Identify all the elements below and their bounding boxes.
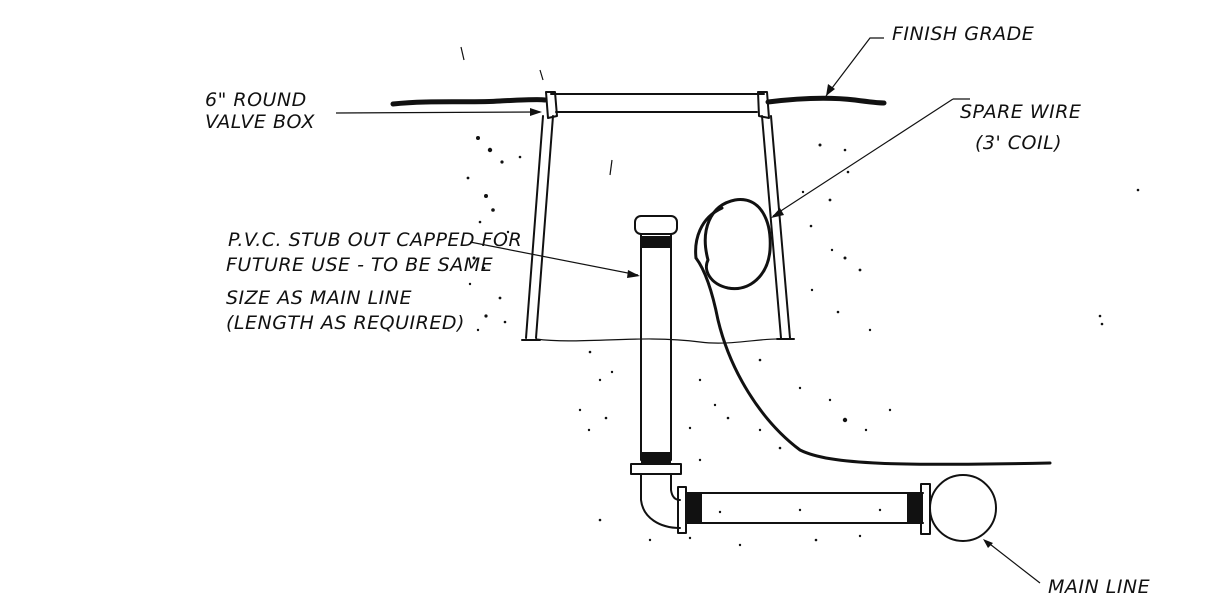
label-pvc-stub-line1: P.V.C. STUB OUT CAPPED FOR [228, 229, 522, 251]
pvc-stub-pipe [630, 215, 682, 475]
label-finish-grade: FINISH GRADE [892, 23, 1034, 45]
leader-finish-grade [825, 37, 884, 97]
soil-stipple [466, 136, 1140, 547]
leader-spare-wire [771, 98, 970, 218]
valve-box [460, 46, 795, 344]
label-pvc-stub-line4: (LENGTH AS REQUIRED) [226, 312, 465, 334]
leader-valve-box [335, 108, 542, 116]
label-pvc-stub-line3: SIZE AS MAIN LINE [226, 287, 412, 309]
label-pvc-stub-line2: FUTURE USE - TO BE SAME [226, 254, 493, 276]
lateral-pipe [677, 483, 931, 535]
spare-wire-coil [694, 198, 1052, 466]
label-spare-wire-line2: (3' COIL) [975, 132, 1062, 154]
label-spare-wire-line1: SPARE WIRE [960, 101, 1081, 123]
finish-grade-line [390, 95, 887, 107]
label-valve-box-line1: 6" ROUND [205, 89, 307, 111]
leader-pvc-stub [469, 241, 640, 278]
main-line-pipe [929, 474, 997, 542]
pipe-elbow [640, 473, 681, 529]
leader-main-line [983, 539, 1041, 584]
label-valve-box-line2: VALVE BOX [205, 111, 315, 133]
label-main-line: MAIN LINE [1048, 576, 1150, 598]
